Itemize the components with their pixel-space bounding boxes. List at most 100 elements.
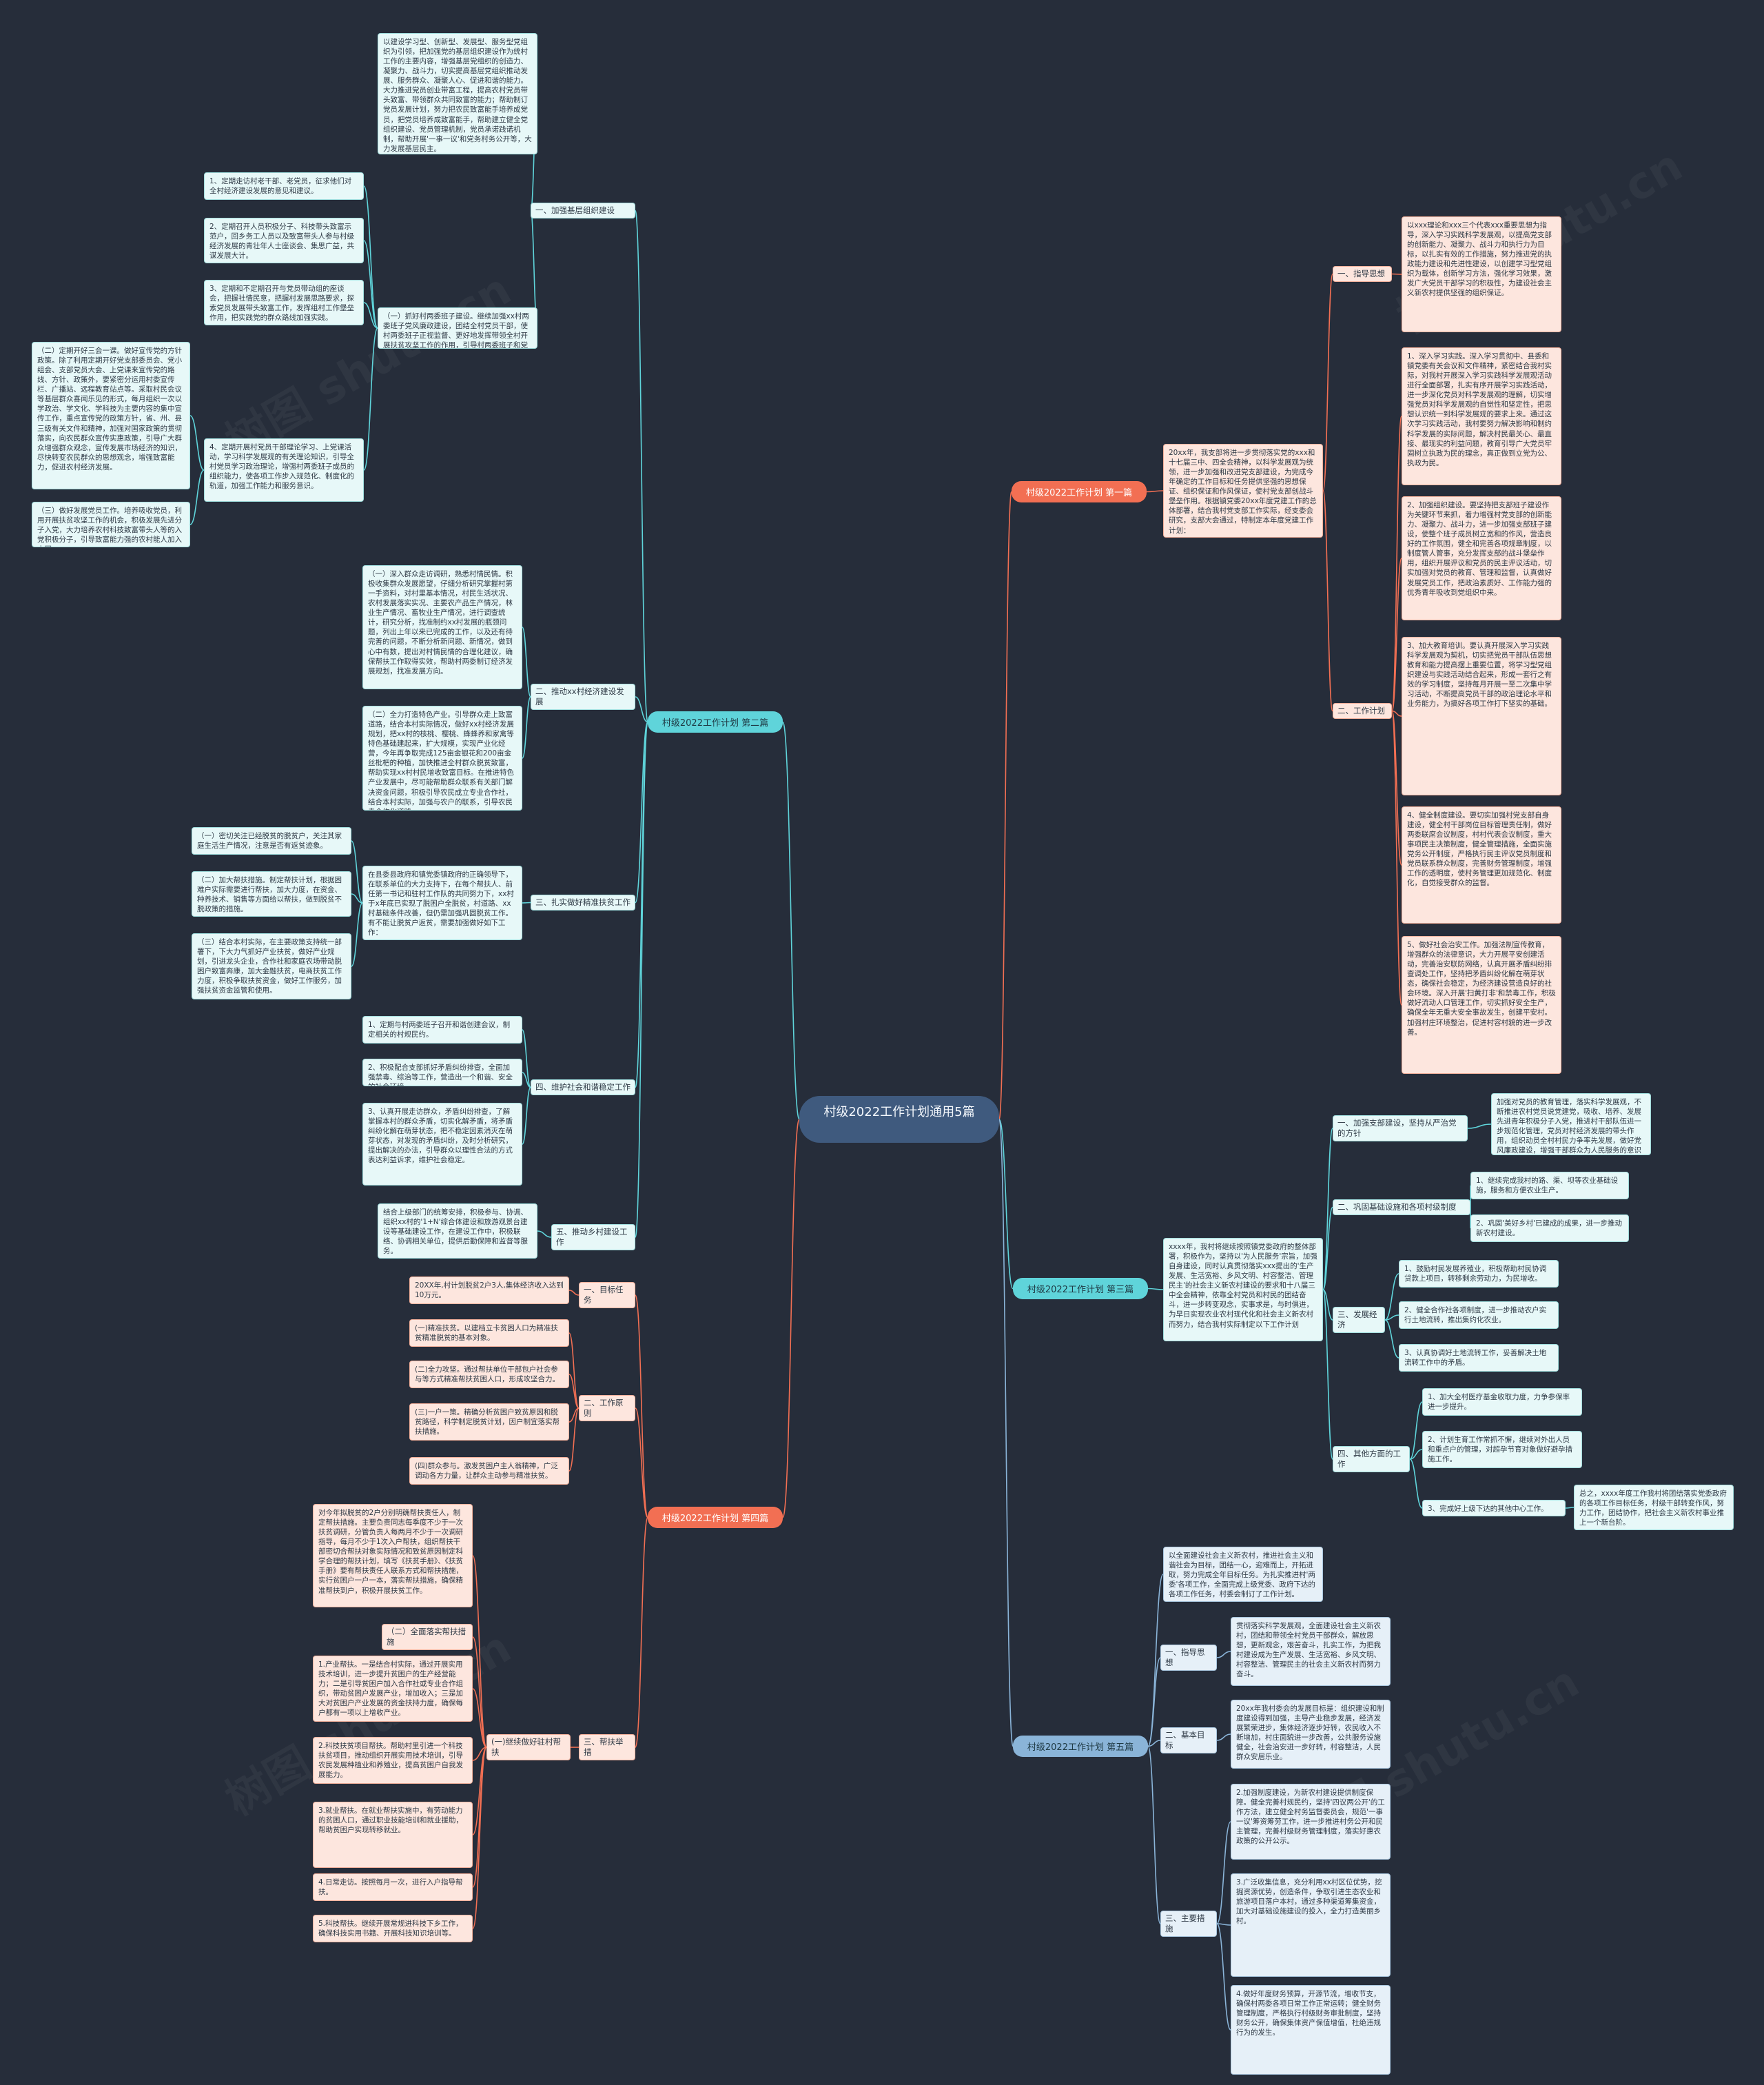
part-3-party-building[interactable]: 一、加强支部建设，坚持从严治党的方针 xyxy=(1333,1115,1468,1141)
connector xyxy=(351,840,363,904)
part-4-targets[interactable]: 一、目标任务 xyxy=(579,1282,635,1308)
connector xyxy=(1147,1657,1161,1747)
connector xyxy=(1322,1206,1333,1290)
part-2-forum-item: 2、定期召开人员积极分子、科技带头致富示范户，回乡务工人员以及致富带头人参与村级… xyxy=(204,218,364,263)
connector xyxy=(1391,710,1402,717)
part-2-party-development: （三）做好发展党员工作。培养吸收党员，利用开展扶贫攻坚工作的机会，积极发展先进分… xyxy=(32,502,190,547)
part-5-guiding-ideology[interactable]: 一、指导思想 xyxy=(1160,1645,1217,1671)
part-3-party-building-text: 加强对党员的教育管理，落实科学发展观，不断推进农村党员说党建党，吸收、培养、发展… xyxy=(1491,1093,1651,1155)
connector xyxy=(635,696,648,723)
part-4-measures[interactable]: 三、帮扶举措 xyxy=(579,1734,635,1760)
connector xyxy=(1322,273,1333,491)
part-2-industry-item: （二）全力打造特色产业。引导群众走上致富道路，结合本村实际情况，做好xx村经济发… xyxy=(362,706,522,811)
part-3-economy-item-2: 2、健全合作社各项制度，进一步推动农户实行土地流转，推出集约化农业。 xyxy=(1399,1301,1559,1329)
part-4-measure-item-5: 5.科技帮扶。继续开展常规进科技下乡工作，确保科技实用书籍、开展科技知识培训等。 xyxy=(313,1915,473,1942)
connector xyxy=(1409,1458,1423,1509)
connector xyxy=(1322,1289,1333,1321)
connector xyxy=(1391,416,1402,712)
connector xyxy=(568,1332,580,1409)
connector xyxy=(472,1688,487,1748)
part-2-three-meetings: （二）定期开好三会一课。做好宣传党的方针政策。除了利用定期开好党支部委员会、党小… xyxy=(32,342,190,489)
part-3-other-item-1: 1、加大全村医疗基金收取力度，力争参保率进一步提升。 xyxy=(1422,1388,1582,1416)
part-2-village-construction[interactable]: 五、推动乡村建设工作 xyxy=(551,1224,635,1250)
connector xyxy=(363,302,378,329)
connector xyxy=(1384,1319,1399,1359)
connector xyxy=(1146,490,1164,493)
part-2-meeting-item: 3、定期和不定期召开与党员带动组的座谈会，把握社情民意，把握村发展思路要求，探索… xyxy=(204,280,364,325)
branch-part-2[interactable]: 村级2022工作计划 第二篇 xyxy=(648,711,783,733)
part-2-survey-item: （一）深入群众走访调研，熟悉村情民情。积极收集群众发展愿望，仔细分析研究掌握村第… xyxy=(362,565,522,689)
part-3-summary: xxxx年，我村将继续按照镇党委政府的整体部署，积极作为，坚持以'为人民服务'宗… xyxy=(1163,1238,1323,1341)
part-1-work-plan[interactable]: 二、工作计划 xyxy=(1333,703,1392,719)
connector xyxy=(351,893,363,904)
part-4-targets-text: 20XX年,村计划脱贫2户3人,集体经济收入达到10万元。 xyxy=(409,1277,569,1304)
connector xyxy=(1216,1923,1231,2031)
part-3-infra-item-1: 1、继续完成我村的路、渠、坝等农业基础设施，服务和方便农业生产。 xyxy=(1470,1172,1629,1199)
part-4-continue-assistance[interactable]: (一)继续做好驻村帮扶 xyxy=(486,1734,571,1760)
connector xyxy=(568,1374,580,1409)
connector xyxy=(1322,490,1333,712)
connector xyxy=(998,1119,1014,1290)
part-4-principle-3: (三)一户一策。精确分析贫困户致贫原因和脱贫路径，科学制定脱贫计划，因户制宜落实… xyxy=(409,1403,569,1441)
part-2-stability[interactable]: 四、维护社会和谐稳定工作 xyxy=(531,1079,635,1095)
part-2-stability-item-2: 2、积极配合支部抓好矛盾纠纷排查，全面加强禁毒、综治等工作，营造出一个和谐、安全… xyxy=(362,1059,522,1086)
part-2-study-item: 4、定期开展村党员干部理论学习、上党课活动，学习科学发展观的有关理论知识，引导全… xyxy=(204,438,364,502)
part-3-other-work[interactable]: 四、其他方面的工作 xyxy=(1333,1446,1410,1472)
part-1-summary: 20xx年，我支部将进一步贯彻落实党的xxx和十七届三中、四全会精神，以科学发展… xyxy=(1163,444,1323,538)
part-3-infrastructure[interactable]: 二、巩固基础设施和各项村级制度 xyxy=(1333,1199,1470,1215)
part-5-summary: 以全面建设社会主义新农村，推进社会主义和谐社会为目标，团结一心，迎难而上，开拓进… xyxy=(1163,1547,1323,1602)
branch-part-4[interactable]: 村级2022工作计划 第四篇 xyxy=(648,1507,783,1528)
connector xyxy=(1216,1821,1231,1924)
part-2-team-building: （一）抓好村两委班子建设。继续加强xx村两委班子党风廉政建设，团结全村党员干部，… xyxy=(378,307,537,349)
connector xyxy=(363,185,378,329)
part-4-principle-1: (一)精准扶贫。以建档立卡贫困人口为精准扶贫精准脱贫的基本对象。 xyxy=(409,1319,569,1347)
branch-part-1[interactable]: 村级2022工作计划 第一篇 xyxy=(1012,481,1147,502)
part-2-poverty[interactable]: 三、扎实做好精准扶贫工作 xyxy=(531,895,635,911)
part-4-full-implementation[interactable]: （二）全面落实帮扶措施 xyxy=(382,1624,473,1650)
branch-part-3[interactable]: 村级2022工作计划 第三篇 xyxy=(1013,1278,1148,1299)
part-5-basic-targets-text: 20xx年我村委会的发展目标是：组织建设和制度建设得到加强，主导产业稳步发展，经… xyxy=(1231,1700,1391,1769)
part-2-visit-item: 1、定期走访村老干部、老党员，征求他们对全村经济建设发展的意见和建议。 xyxy=(204,172,364,200)
connector xyxy=(522,1029,531,1088)
part-2-org-building[interactable]: 一、加强基层组织建设 xyxy=(531,203,635,218)
part-4-principles[interactable]: 二、工作原则 xyxy=(579,1395,635,1421)
connector xyxy=(1322,1289,1333,1460)
connector xyxy=(568,1407,580,1472)
part-2-org-building-intro: 以建设学习型、创新型、发展型、服务型党组织为引领，把加强党的基层组织建设作为统村… xyxy=(378,33,537,154)
part-2-economy[interactable]: 二、推动xx村经济建设发展 xyxy=(531,684,635,710)
connector xyxy=(522,696,531,759)
connector xyxy=(351,902,363,967)
connector xyxy=(522,627,531,698)
part-5-main-measures[interactable]: 三、主要措施 xyxy=(1160,1911,1217,1937)
connector xyxy=(1391,710,1402,866)
connector xyxy=(998,1119,1014,1747)
branch-part-5[interactable]: 村级2022工作计划 第五篇 xyxy=(1013,1736,1148,1757)
part-1-plan-item-5: 5、做好社会治安工作。加强法制宣传教育，增强群众的法律意识，大力开展平安创建活动… xyxy=(1402,936,1561,1074)
part-2-stability-item-3: 3、认真开展走访群众，矛盾纠纷排查，了解掌握本村的群众矛盾，切实化解矛盾，将矛盾… xyxy=(362,1103,522,1186)
part-4-measure-item-2: 2.科技扶贫项目帮扶。帮助村里引进一个科技扶贫项目，推动组织开展实用技术培训，引… xyxy=(313,1737,473,1784)
part-2-stability-item-1: 1、定期与村两委班子召开和谐创建会议，制定相关的村规民约。 xyxy=(362,1016,522,1044)
connector xyxy=(1147,1745,1161,1924)
part-1-guiding-ideology[interactable]: 一、指导思想 xyxy=(1333,266,1392,282)
part-1-plan-item-4: 4、健全制度建设。要切实加强村党支部自身建设，健全村干部岗位目标管理责任制，做好… xyxy=(1402,806,1561,924)
connector xyxy=(635,721,648,1238)
connector xyxy=(1216,1923,1231,1926)
part-4-measure-item-4: 4.日常走访。按照每月一次，进行入户指导帮扶。 xyxy=(313,1873,473,1901)
part-5-basic-targets[interactable]: 二、基本目标 xyxy=(1160,1727,1217,1753)
root-topic[interactable]: 村级2022工作计划通用5篇 xyxy=(799,1096,999,1143)
connector xyxy=(782,1119,800,1518)
connector xyxy=(635,1516,648,1748)
part-1-plan-item-1: 1、深入学习实践。深入学习贯彻中、县委和镇党委有关会议和文件精神，紧密结合我村实… xyxy=(1402,347,1561,485)
part-4-measure-item-3: 3.就业帮扶。在就业帮扶实施中，有劳动能力的贫困人口，通过职业技能培训和就业援助… xyxy=(313,1802,473,1868)
connector xyxy=(472,1636,487,1748)
part-5-measure-item-3: 4.做好年度财务预算，开源节流，增收节支，确保村两委各项日常工作正常运转；健全财… xyxy=(1231,1985,1391,2075)
part-3-other-item-3: 3、完成好上级下达的其他中心工作。 xyxy=(1422,1500,1566,1516)
part-4-measure-item-1: 1.产业帮扶。一是结合村实际，通过开展实用技术培训，进一步提升贫困户的生产经营能… xyxy=(313,1656,473,1722)
part-3-conclusion: 总之，xxxx年度工作我村将团结落实党委政府的各项工作目标任务，村级干部转变作风… xyxy=(1574,1485,1734,1530)
part-2-poverty-item-2: （二）加大帮扶措施。制定帮扶计划，根据困难户实际需要进行帮扶，加大力度，在资金、… xyxy=(192,871,351,917)
connector xyxy=(522,1072,531,1088)
part-5-measure-item-1: 2.加强制度建设，为新农村建设提供制度保障。健全完善村规民约，坚持'四议两公开'… xyxy=(1231,1784,1391,1860)
connector xyxy=(1384,1314,1399,1321)
part-3-economy[interactable]: 三、发展经济 xyxy=(1333,1307,1385,1333)
